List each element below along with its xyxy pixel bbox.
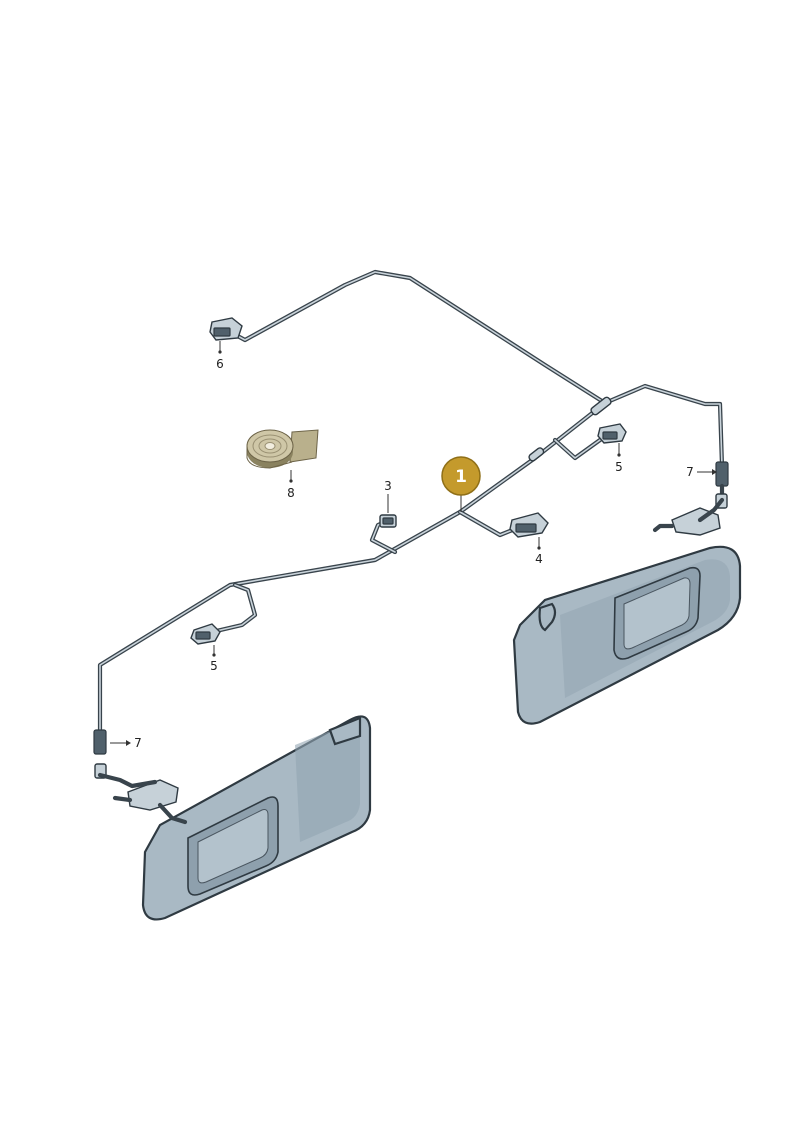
label-7-right: 7 — [686, 465, 717, 479]
label-3-text: 3 — [384, 479, 392, 493]
wiring-harness — [97, 269, 725, 738]
connector-4 — [509, 512, 549, 538]
connector-5-right — [597, 423, 627, 444]
callout-1-number: 1 — [455, 467, 467, 487]
label-4-text: 4 — [535, 552, 543, 566]
label-3: 3 — [384, 479, 392, 513]
connector-7-left — [93, 729, 107, 779]
connector-5-left — [190, 623, 221, 645]
connector-6 — [209, 317, 243, 341]
connector-3 — [379, 514, 397, 528]
sun-visor-right — [512, 497, 742, 725]
label-6: 6 — [216, 341, 224, 371]
label-7-left-text: 7 — [134, 736, 142, 750]
callout-1[interactable]: 1 — [441, 456, 481, 512]
label-7-right-text: 7 — [686, 465, 694, 479]
label-6-text: 6 — [216, 357, 224, 371]
label-5-left-text: 5 — [210, 659, 218, 673]
adhesive-tape-roll — [246, 429, 319, 469]
sun-visor-left — [97, 715, 372, 921]
label-8-text: 8 — [287, 486, 295, 500]
label-8: 8 — [287, 470, 295, 500]
label-7-left: 7 — [110, 736, 142, 750]
label-5-left: 5 — [210, 645, 218, 673]
label-4: 4 — [535, 537, 543, 566]
label-5-right: 5 — [615, 443, 623, 474]
label-5-right-text: 5 — [615, 460, 623, 474]
